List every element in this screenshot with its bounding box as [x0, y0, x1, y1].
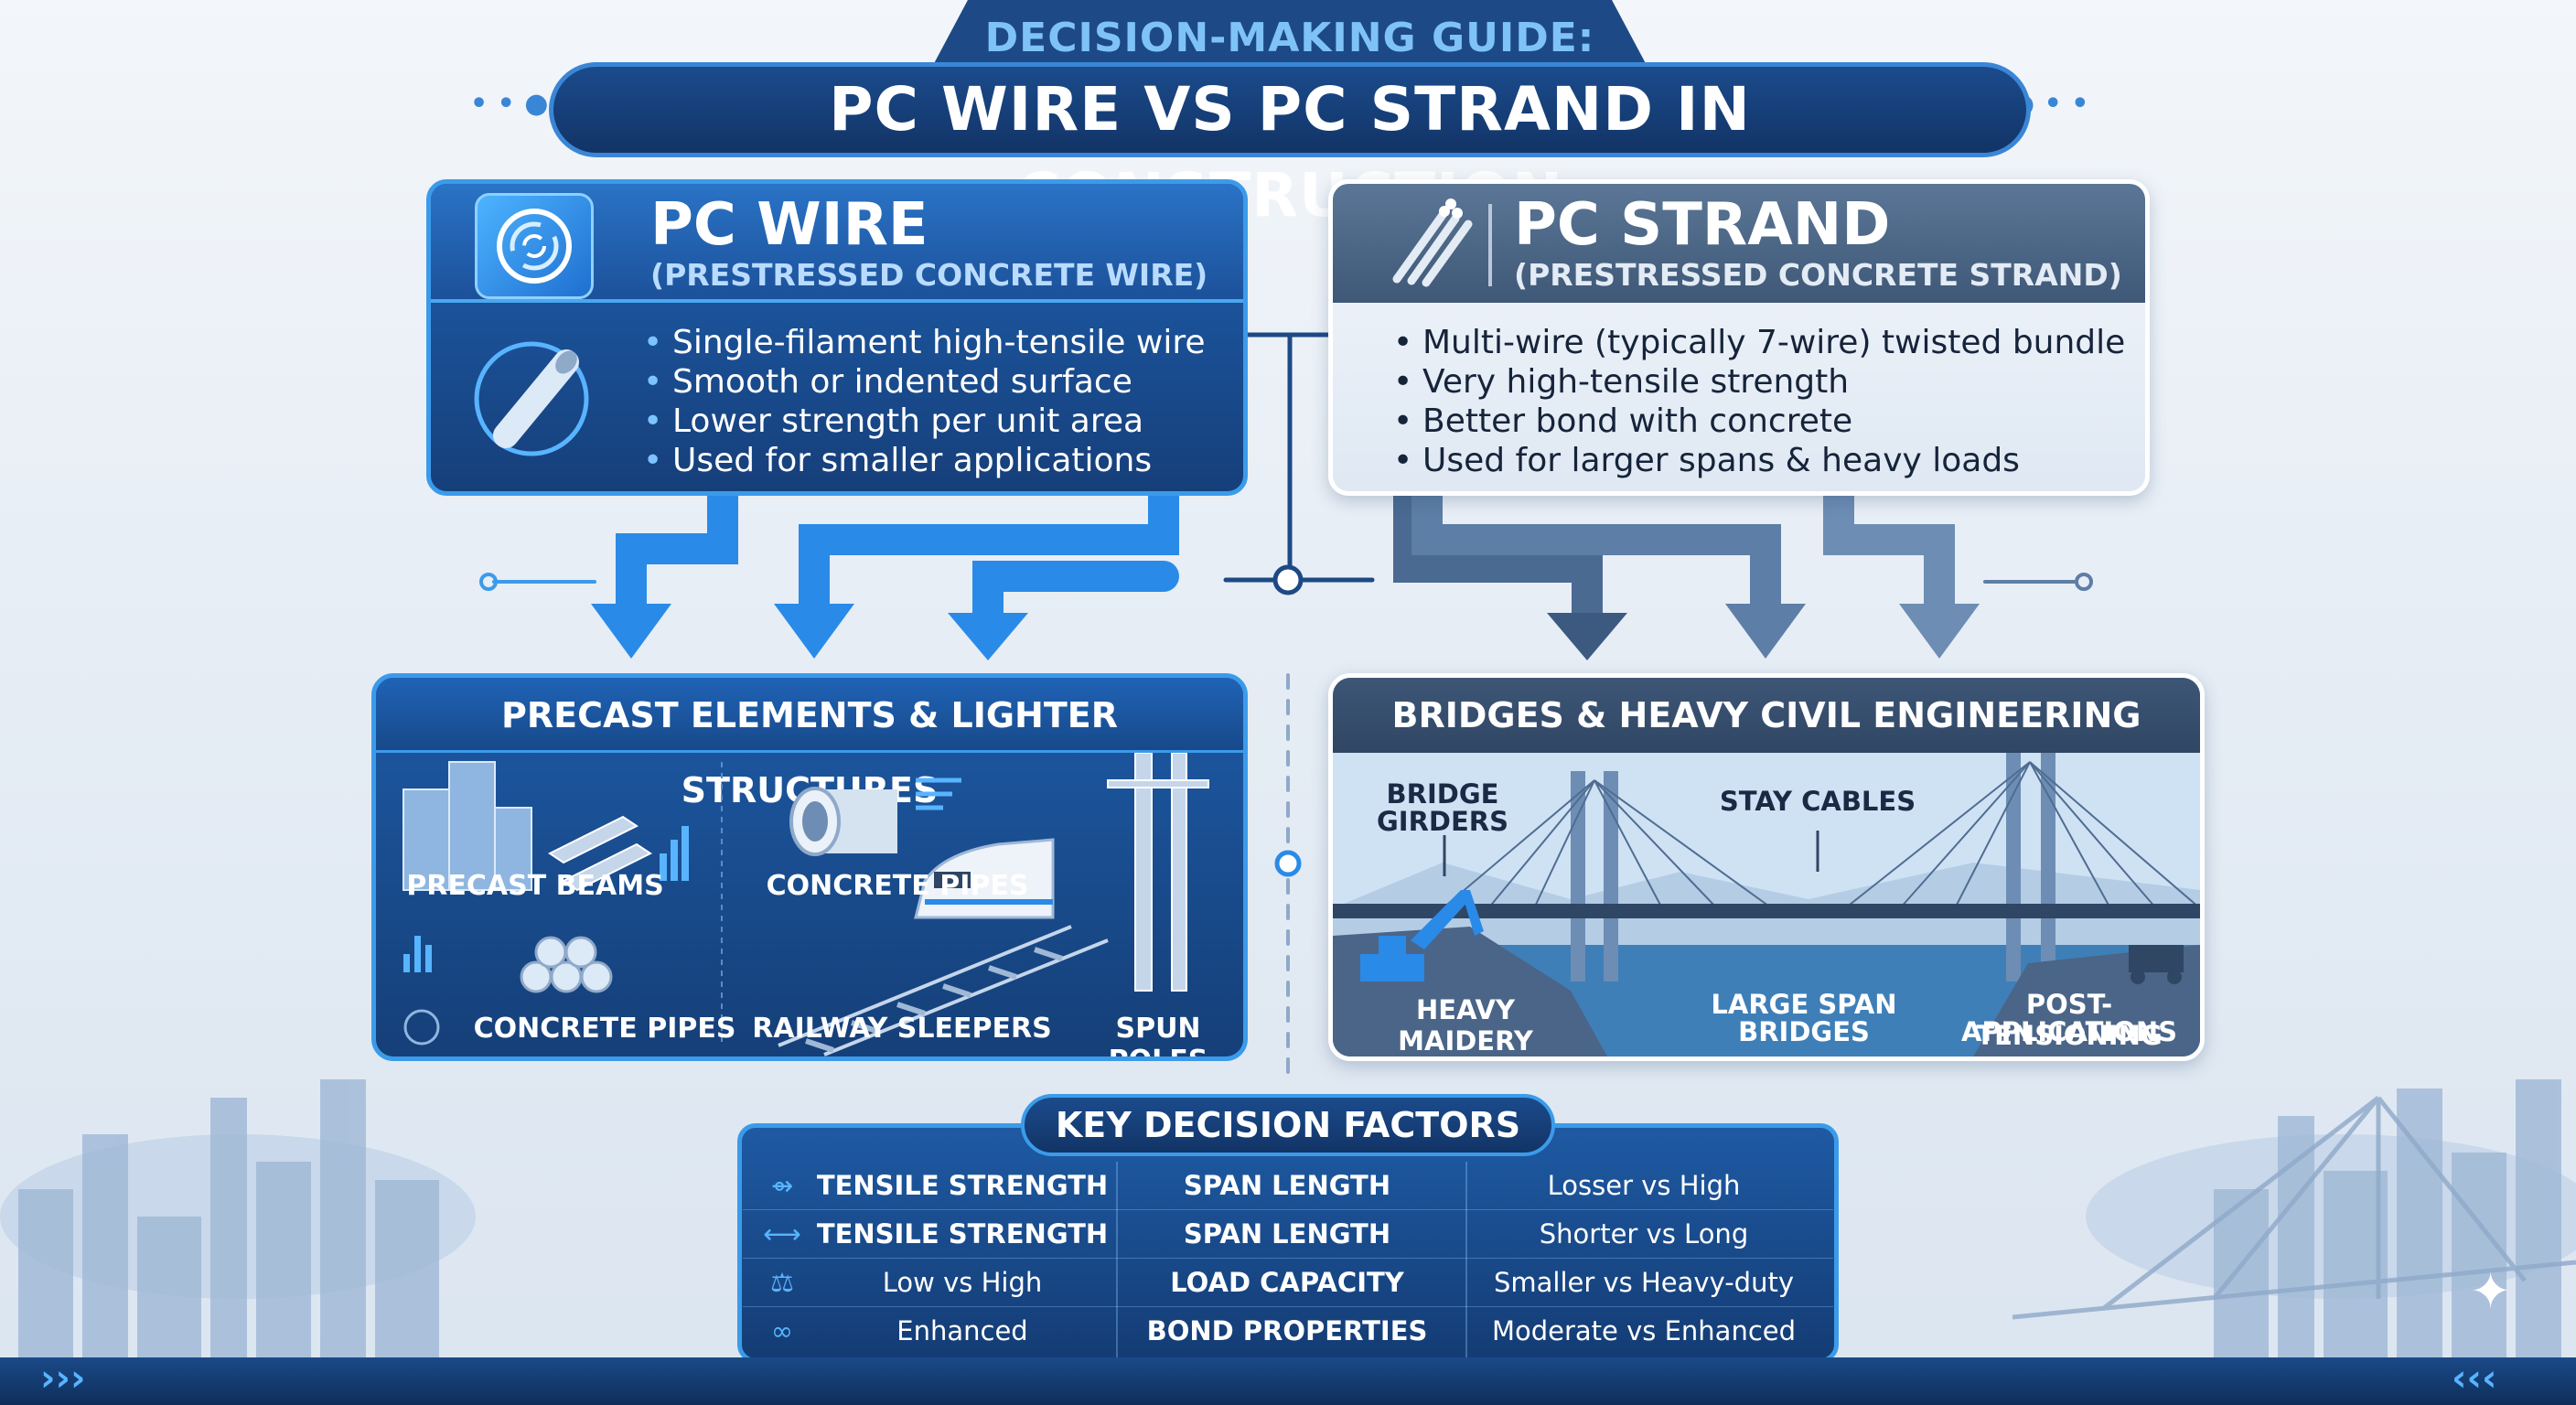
factor-row: ⇴ TENSILE STRENGTH SPAN LENGTH Losser vs…	[743, 1162, 1833, 1209]
key-decision-factors-table	[737, 1123, 1839, 1363]
label-post-tensioning-line2: APPLICATIONS	[1960, 1016, 2178, 1047]
label-concrete-pipes: CONCRETE PIPES	[766, 870, 1029, 902]
wire-feature: Lower strength per unit area	[641, 402, 1206, 441]
factor-col2: BOND PROPERTIES	[1146, 1315, 1428, 1346]
factor-row: ⟷ TENSILE STRENGTH SPAN LENGTH Shorter v…	[743, 1210, 1833, 1258]
factor-col2: SPAN LENGTH	[1183, 1218, 1391, 1249]
pc-wire-header: PC WIRE (PRESTRESSED CONCRETE WIRE)	[431, 184, 1243, 303]
column-divider	[1465, 1162, 1467, 1357]
label-bridge-girders-line1: BRIDGE	[1386, 778, 1499, 810]
label-heavy-machinery: HEAVY MAIDERY	[1398, 994, 1533, 1056]
label-precast-beams: PRECAST BEAMS	[406, 870, 664, 902]
factors-rows: ⇴ TENSILE STRENGTH SPAN LENGTH Losser vs…	[743, 1162, 1833, 1355]
factor-col3: Moderate vs Enhanced	[1491, 1315, 1797, 1346]
wire-feature: Used for smaller applications	[641, 441, 1206, 480]
pc-wire-title: PC WIRE	[650, 191, 928, 259]
pc-strand-subtitle: (PRESTRESSED CONCRETE STRAND)	[1514, 257, 2122, 293]
excavator-icon	[1360, 890, 1484, 981]
label-railway-sleepers: RAILWAY SLEEPERS	[752, 1013, 1052, 1045]
decor-dots-left: • • ●	[470, 88, 549, 120]
factor-row: ⚖ Low vs High LOAD CAPACITY Smaller vs H…	[743, 1259, 1833, 1306]
label-concrete-pipes-stack: CONCRETE PIPES	[473, 1013, 736, 1045]
tensile-icon: ⇴	[770, 1170, 794, 1201]
factor-col2: LOAD CAPACITY	[1170, 1267, 1404, 1298]
label-post-tensioning-line1: POST-TENSIONING	[1976, 989, 2163, 1051]
factor-col1: Low vs High	[882, 1267, 1043, 1298]
label-large-span-line1: LARGE SPAN	[1711, 989, 1897, 1020]
precast-panel-title: PRECAST ELEMENTS & LIGHTER STRUCTURES	[376, 678, 1243, 810]
strand-feature: Better bond with concrete	[1391, 402, 2125, 441]
wire-feature: Single-filament high-tensile wire	[641, 323, 1206, 362]
factor-row: ∞ Enhanced BOND PROPERTIES Moderate vs E…	[743, 1307, 1833, 1355]
wire-feature: Smooth or indented surface	[641, 362, 1206, 402]
factor-col1: TENSILE STRENGTH	[816, 1170, 1109, 1201]
key-decision-factors-title: KEY DECISION FACTORS	[1021, 1094, 1555, 1156]
factor-col1: Enhanced	[896, 1315, 1028, 1346]
pc-wire-features: Single-filament high-tensile wire Smooth…	[641, 323, 1206, 480]
page-subtitle: DECISION-MAKING GUIDE:	[984, 15, 1595, 61]
strand-feature: Used for larger spans & heavy loads	[1391, 441, 2125, 480]
footer-bar	[0, 1357, 2576, 1405]
pc-strand-title: PC STRAND	[1514, 191, 1891, 259]
label-bridge-girders-line2: GIRDERS	[1376, 806, 1509, 837]
chevrons-right-icon: ›››	[40, 1357, 86, 1400]
building-icon	[402, 761, 532, 891]
strand-bundle-icon	[1379, 197, 1479, 288]
strand-feature: Very high-tensile strength	[1391, 362, 2125, 402]
chevrons-left-icon: ‹‹‹	[2452, 1357, 2497, 1400]
pc-strand-card: PC STRAND (PRESTRESSED CONCRETE STRAND) …	[1328, 179, 2150, 496]
pc-wire-subtitle: (PRESTRESSED CONCRETE WIRE)	[650, 257, 1208, 293]
column-divider	[1116, 1162, 1118, 1357]
pc-strand-header: PC STRAND (PRESTRESSED CONCRETE STRAND)	[1333, 184, 2145, 303]
strand-feature: Multi-wire (typically 7-wire) twisted bu…	[1391, 323, 2125, 362]
bridges-panel-title: BRIDGES & HEAVY CIVIL ENGINEERING	[1333, 678, 2200, 753]
pc-strand-features: Multi-wire (typically 7-wire) twisted bu…	[1391, 323, 2125, 480]
chain-link-icon: ∞	[770, 1315, 794, 1346]
factor-col3: Smaller vs Heavy-duty	[1493, 1267, 1795, 1298]
bridge-illustration	[1333, 753, 2200, 1056]
factor-col3: Losser vs High	[1547, 1170, 1741, 1201]
label-stay-cables: STAY CABLES	[1719, 786, 1916, 817]
span-arrows-icon: ⟷	[763, 1218, 801, 1249]
bridges-panel: BRIDGES & HEAVY CIVIL ENGINEERING	[1328, 673, 2205, 1061]
precast-panel: PRECAST ELEMENTS & LIGHTER STRUCTURES	[371, 673, 1248, 1061]
factor-col3: Shorter vs Long	[1539, 1218, 1749, 1249]
swirl-icon	[475, 193, 594, 299]
precast-illustration	[402, 753, 1209, 1056]
sparkle-icon: ✦	[2470, 1262, 2512, 1320]
label-spun-poles: SPUN POLES	[1108, 1013, 1208, 1061]
page-title: PC WIRE VS PC STRAND IN CONSTRUCTION	[549, 62, 2031, 231]
factor-col2: SPAN LENGTH	[1183, 1170, 1391, 1201]
label-large-span-line2: BRIDGES	[1738, 1016, 1870, 1047]
truck-icon	[2129, 945, 2184, 984]
header-divider	[1488, 204, 1492, 286]
factor-col1: TENSILE STRENGTH	[816, 1218, 1109, 1249]
pc-wire-card: PC WIRE (PRESTRESSED CONCRETE WIRE) Sing…	[426, 179, 1248, 496]
weight-icon: ⚖	[770, 1267, 794, 1298]
wire-rod-icon	[467, 321, 596, 477]
